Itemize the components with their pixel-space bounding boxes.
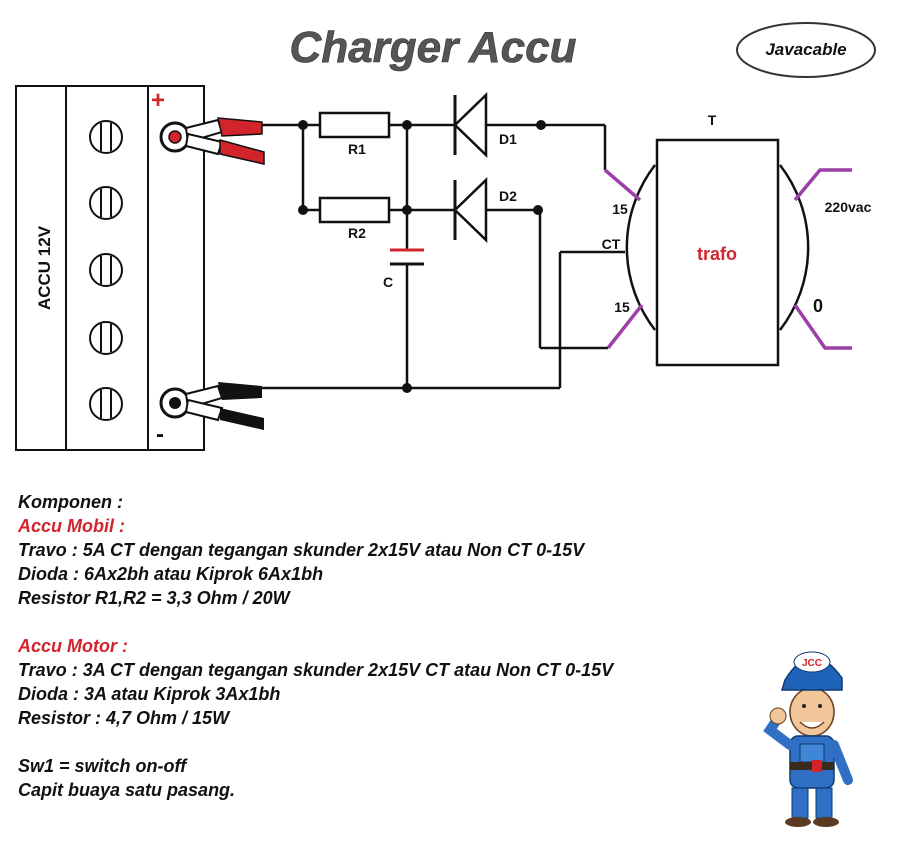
notes-mobil-title: Accu Mobil :: [18, 516, 125, 536]
clamp-positive: [159, 117, 265, 165]
svg-text:0: 0: [813, 296, 823, 316]
junctions: [298, 120, 546, 393]
page-title: Charger Accu: [290, 23, 577, 72]
mascot-worker-illustration: JCC: [763, 651, 853, 827]
svg-text:15: 15: [614, 299, 630, 315]
minus-sign: -: [156, 421, 164, 448]
clamp-negative: [159, 382, 264, 430]
notes-motor-title: Accu Motor :: [18, 636, 128, 656]
notes-motor-line: Resistor : 4,7 Ohm / 15W: [18, 708, 230, 728]
diode-d1: D1: [453, 92, 517, 158]
notes-heading: Komponen :: [18, 492, 123, 512]
svg-text:D1: D1: [499, 131, 517, 147]
notes-motor-line: Dioda : 3A atau Kiprok 3Ax1bh: [18, 684, 281, 704]
battery-screws: [89, 120, 123, 421]
capacitor-c: C: [383, 248, 424, 290]
battery-label: ACCU 12V: [35, 225, 54, 310]
svg-text:15: 15: [612, 201, 628, 217]
resistor-r1: R1: [318, 111, 391, 157]
svg-text:D2: D2: [499, 188, 517, 204]
diode-d2: D2: [453, 177, 517, 243]
windings: [603, 168, 852, 350]
notes-mobil-line: Travo : 5A CT dengan tegangan skunder 2x…: [18, 540, 585, 560]
trafo-label: trafo: [697, 244, 737, 264]
notes-motor-line: Travo : 3A CT dengan tegangan skunder 2x…: [18, 660, 614, 680]
mascot-cap-text: JCC: [802, 658, 822, 669]
resistor-r2: R2: [318, 196, 391, 241]
wires: [262, 123, 625, 390]
component-notes: Komponen : Accu Mobil : Travo : 5A CT de…: [18, 490, 758, 802]
notes-extra-line: Sw1 = switch on-off: [18, 756, 187, 776]
plus-sign: +: [151, 87, 165, 114]
notes-mobil-line: Dioda : 6Ax2bh atau Kiprok 6Ax1bh: [18, 564, 324, 584]
notes-mobil-line: Resistor R1,R2 = 3,3 Ohm / 20W: [18, 588, 290, 608]
svg-text:R2: R2: [348, 225, 366, 241]
brand-badge: Javacable: [736, 22, 876, 78]
svg-text:T: T: [708, 112, 717, 128]
svg-text:220vac: 220vac: [825, 199, 872, 215]
brand-label: Javacable: [765, 40, 846, 59]
transformer: T trafo 15 CT 15 220vac 0: [602, 112, 872, 367]
svg-text:CT: CT: [602, 236, 621, 252]
notes-extra-line: Capit buaya satu pasang.: [18, 780, 236, 800]
svg-text:C: C: [383, 274, 393, 290]
svg-text:R1: R1: [348, 141, 366, 157]
